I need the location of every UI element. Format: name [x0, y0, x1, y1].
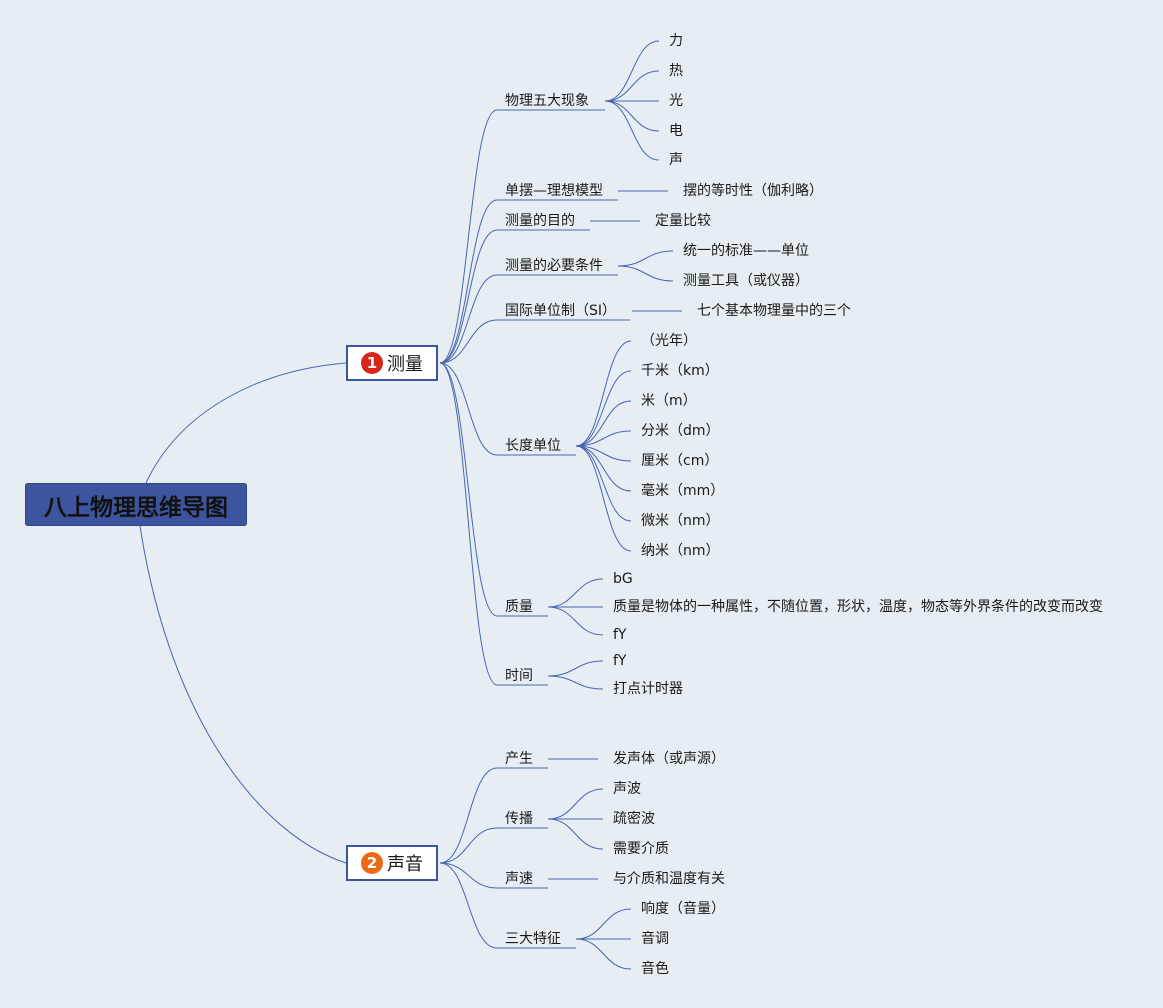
connector-line	[547, 818, 604, 850]
connector-line	[604, 100, 660, 132]
leaf-topic[interactable]: 音色	[641, 961, 669, 977]
connector-line	[547, 606, 604, 636]
subtopic-8[interactable]: 时间	[505, 668, 533, 684]
leaf-topic[interactable]: 发声体（或声源）	[613, 751, 725, 767]
leaf-topic[interactable]: 音调	[641, 931, 669, 947]
connector-line	[575, 445, 632, 522]
subtopic-3[interactable]: 测量的目的	[505, 213, 575, 229]
connector-line	[439, 362, 498, 686]
connector-line	[547, 660, 604, 677]
leaf-topic[interactable]: 摆的等时性（伽利略）	[683, 183, 823, 199]
connector-line	[575, 938, 632, 970]
subtopic-2[interactable]: 传播	[505, 811, 533, 827]
connector-line	[575, 908, 632, 940]
subtopic-1[interactable]: 产生	[505, 751, 533, 767]
subtopic-6[interactable]: 长度单位	[505, 438, 561, 454]
main-topic-sound[interactable]: 2 声音	[346, 845, 438, 881]
main-topic-label: 声音	[387, 854, 423, 875]
connector-line	[575, 430, 632, 447]
main-topic-label: 测量	[387, 354, 423, 375]
connector-line	[439, 362, 498, 456]
connector-line	[604, 40, 660, 102]
leaf-topic[interactable]: 声	[669, 152, 683, 168]
leaf-topic[interactable]: 纳米（nm）	[641, 543, 720, 559]
connector-line	[439, 362, 498, 617]
connector-line	[439, 199, 498, 364]
root-title: 八上物理思维导图	[44, 494, 228, 521]
connector-line	[547, 578, 604, 608]
leaf-topic[interactable]: 统一的标准——单位	[683, 243, 809, 259]
connector-line	[617, 250, 674, 267]
connector-line	[439, 229, 498, 364]
connector-line	[575, 340, 632, 447]
leaf-topic[interactable]: 响度（音量）	[641, 901, 725, 917]
connector-line	[575, 400, 632, 447]
leaf-topic[interactable]: bG	[613, 571, 633, 587]
leaf-topic[interactable]: 分米（dm）	[641, 423, 720, 439]
leaf-topic[interactable]: 需要介质	[613, 841, 669, 857]
number-badge-1: 1	[361, 352, 383, 374]
connector-line	[439, 862, 498, 889]
subtopic-4[interactable]: 测量的必要条件	[505, 258, 603, 274]
subtopic-5[interactable]: 国际单位制（SI）	[505, 303, 617, 319]
main-topic-measurement[interactable]: 1 测量	[346, 345, 438, 381]
leaf-topic[interactable]: 声波	[613, 781, 641, 797]
leaf-topic[interactable]: 热	[669, 63, 683, 79]
connector-line	[439, 319, 498, 364]
leaf-topic[interactable]: 七个基本物理量中的三个	[697, 303, 851, 319]
leaf-topic[interactable]: 与介质和温度有关	[613, 871, 725, 887]
subtopic-1[interactable]: 物理五大现象	[505, 93, 589, 109]
connector-line	[575, 370, 632, 447]
connector-line	[439, 827, 498, 864]
connector-line	[439, 862, 498, 949]
connector-line	[604, 70, 660, 102]
subtopic-7[interactable]: 质量	[505, 599, 533, 615]
leaf-topic[interactable]: 光	[669, 93, 683, 109]
connector-line	[575, 445, 632, 492]
connector-line	[604, 100, 660, 161]
leaf-topic[interactable]: 疏密波	[613, 811, 655, 827]
connector-line	[139, 525, 347, 864]
leaf-topic[interactable]: 千米（km）	[641, 363, 719, 379]
connector-line	[575, 445, 632, 552]
number-badge-2: 2	[361, 852, 383, 874]
leaf-topic[interactable]: fY	[613, 653, 627, 669]
leaf-topic[interactable]: 毫米（mm）	[641, 483, 725, 499]
connector-line	[439, 767, 498, 864]
leaf-topic[interactable]: 微米（nm）	[641, 513, 720, 529]
leaf-topic[interactable]: 测量工具（或仪器）	[683, 273, 809, 289]
leaf-topic[interactable]: 质量是物体的一种属性，不随位置，形状，温度，物态等外界条件的改变而改变	[613, 599, 1103, 615]
leaf-topic[interactable]: 力	[669, 33, 683, 49]
leaf-topic[interactable]: 定量比较	[655, 213, 711, 229]
connector-line	[145, 362, 347, 484]
subtopic-3[interactable]: 声速	[505, 871, 533, 887]
leaf-topic[interactable]: 米（m）	[641, 393, 697, 409]
subtopic-2[interactable]: 单摆—理想模型	[505, 183, 603, 199]
subtopic-4[interactable]: 三大特征	[505, 931, 561, 947]
leaf-topic[interactable]: 厘米（cm）	[641, 453, 719, 469]
connector-line	[439, 274, 498, 364]
connector-line	[547, 788, 604, 820]
leaf-topic[interactable]: fY	[613, 627, 627, 643]
leaf-topic[interactable]: 打点计时器	[613, 681, 683, 697]
connector-line	[617, 265, 674, 282]
connector-line	[575, 445, 632, 462]
connector-line	[439, 109, 498, 364]
leaf-topic[interactable]: 电	[669, 123, 683, 139]
root-topic[interactable]: 八上物理思维导图	[25, 483, 247, 526]
connector-line	[547, 675, 604, 690]
leaf-topic[interactable]: （光年）	[641, 333, 697, 349]
